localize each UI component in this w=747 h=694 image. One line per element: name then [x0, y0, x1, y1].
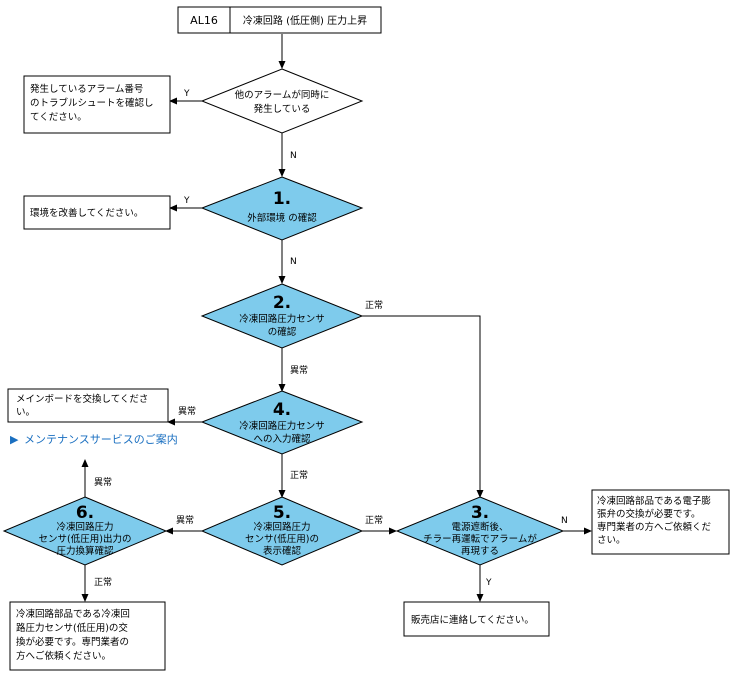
step-number: 2. — [273, 293, 291, 313]
alarm-title: 冷凍回路 (低圧側) 圧力上昇 — [243, 14, 367, 27]
edge-d2-d3 — [362, 315, 484, 498]
edge-label: 正常 — [94, 576, 112, 588]
action-text: のトラブルシュートを確認し — [30, 97, 154, 109]
step-number: 1. — [273, 189, 291, 209]
decision-text: 表示確認 — [263, 545, 302, 557]
decision-text: チラー再運転でアラームが — [423, 533, 537, 545]
header-box: AL16 冷凍回路 (低圧側) 圧力上昇 — [177, 6, 382, 34]
connectors — [81, 34, 592, 602]
edge-label: 異常 — [178, 405, 196, 417]
decision-text: センサ(低圧用)出力の — [39, 533, 132, 545]
maintenance-service-link[interactable]: ▶ メンテナンスサービスのご案内 — [10, 432, 178, 446]
action-text: てください。 — [30, 112, 87, 123]
edge-label: 正常 — [290, 469, 308, 481]
edge-labels: Y N Y N 正常 異常 異常 正常 異常 正常 異常 正常 N Y — [94, 89, 568, 588]
action-text: 張弁の交換が必要です。 — [597, 508, 701, 520]
link-text[interactable]: メンテナンスサービスのご案内 — [24, 432, 178, 446]
edge-label: 異常 — [290, 364, 308, 376]
action-text: 専門業者の方へご依頼くだ — [597, 521, 712, 533]
action-text: メインボードを交換してくださ — [16, 393, 148, 405]
edge-label: 正常 — [365, 299, 383, 311]
action-text: 冷凍回路部品である電子膨 — [597, 495, 711, 507]
action-text: 発生しているアラーム番号 — [30, 83, 143, 95]
decision-text: 電源遮断後、 — [451, 521, 508, 533]
edge-label: 異常 — [94, 476, 112, 488]
action-replace-pressure-sensor: 冷凍回路部品である冷凍回 路圧力センサ(低圧用)の交 換が必要です。専門業者の … — [9, 601, 166, 671]
decision-text: の確認 — [268, 326, 297, 338]
edge-label: Y — [183, 89, 190, 99]
action-replace-expansion-valve: 冷凍回路部品である電子膨 張弁の交換が必要です。 専門業者の方へご依頼くだ さい… — [591, 489, 730, 555]
decision-6-pressure-conversion: 6. 冷凍回路圧力 センサ(低圧用)出力の 圧力換算確認 — [2, 496, 168, 566]
edge-label: N — [561, 516, 568, 526]
edge-label: Y — [485, 578, 492, 588]
step-number: 3. — [471, 503, 489, 523]
decision-text: 圧力換算確認 — [56, 545, 114, 557]
action-text: 路圧力センサ(低圧用)の交 — [16, 622, 128, 634]
action-text: さい。 — [597, 535, 626, 546]
decision-2-pressure-sensor: 2. 冷凍回路圧力センサ の確認 — [200, 283, 364, 349]
decision-text: センサ(低圧用)の — [245, 533, 319, 545]
decision-text: 発生している — [254, 103, 311, 115]
decision-text: 冷凍回路圧力センサ — [239, 420, 325, 432]
step-number: 5. — [273, 503, 291, 523]
decision-3-restart-check: 3. 電源遮断後、 チラー再運転でアラームが 再現する — [395, 496, 565, 566]
edge-label: N — [290, 257, 297, 267]
decision-text: 冷凍回路圧力センサ — [239, 313, 325, 325]
decision-text: への入力確認 — [253, 433, 311, 445]
step-number: 4. — [273, 400, 291, 420]
alarm-code: AL16 — [190, 14, 218, 27]
decision-text: 外部環境 の確認 — [247, 212, 317, 224]
action-replace-mainboard: メインボードを交換してくださ い。 — [7, 388, 169, 423]
decision-text: 冷凍回路圧力 — [56, 521, 113, 533]
action-text: 環境を改善してください。 — [30, 207, 143, 219]
edge-label: 正常 — [365, 514, 383, 526]
action-text: 冷凍回路部品である冷凍回 — [16, 608, 130, 620]
action-text: い。 — [16, 407, 35, 418]
decision-1-external-env: 1. 外部環境 の確認 — [200, 176, 364, 241]
decision-text: 他のアラームが同時に — [235, 89, 330, 101]
action-check-other-alarm: 発生しているアラーム番号 のトラブルシュートを確認し てください。 — [23, 75, 171, 134]
action-text: 換が必要です。専門業者の — [16, 636, 129, 648]
action-text: 販売店に連絡してください。 — [411, 614, 534, 626]
action-contact-dealer: 販売店に連絡してください。 — [403, 601, 550, 637]
action-improve-environment: 環境を改善してください。 — [23, 195, 171, 230]
link-marker-icon: ▶ — [10, 433, 19, 446]
step-number: 6. — [76, 503, 94, 523]
edge-label: Y — [183, 196, 190, 206]
edge-label: 異常 — [176, 514, 194, 526]
action-text: 方へご依頼ください。 — [16, 650, 111, 662]
edge-label: N — [290, 151, 297, 161]
decision-5-display-check: 5. 冷凍回路圧力 センサ(低圧用)の 表示確認 — [200, 496, 364, 566]
decision-text: 再現する — [461, 546, 499, 557]
decision-other-alarms: 他のアラームが同時に 発生している — [200, 68, 364, 134]
decision-text: 冷凍回路圧力 — [253, 521, 310, 533]
decision-4-sensor-input: 4. 冷凍回路圧力センサ への入力確認 — [200, 390, 364, 455]
